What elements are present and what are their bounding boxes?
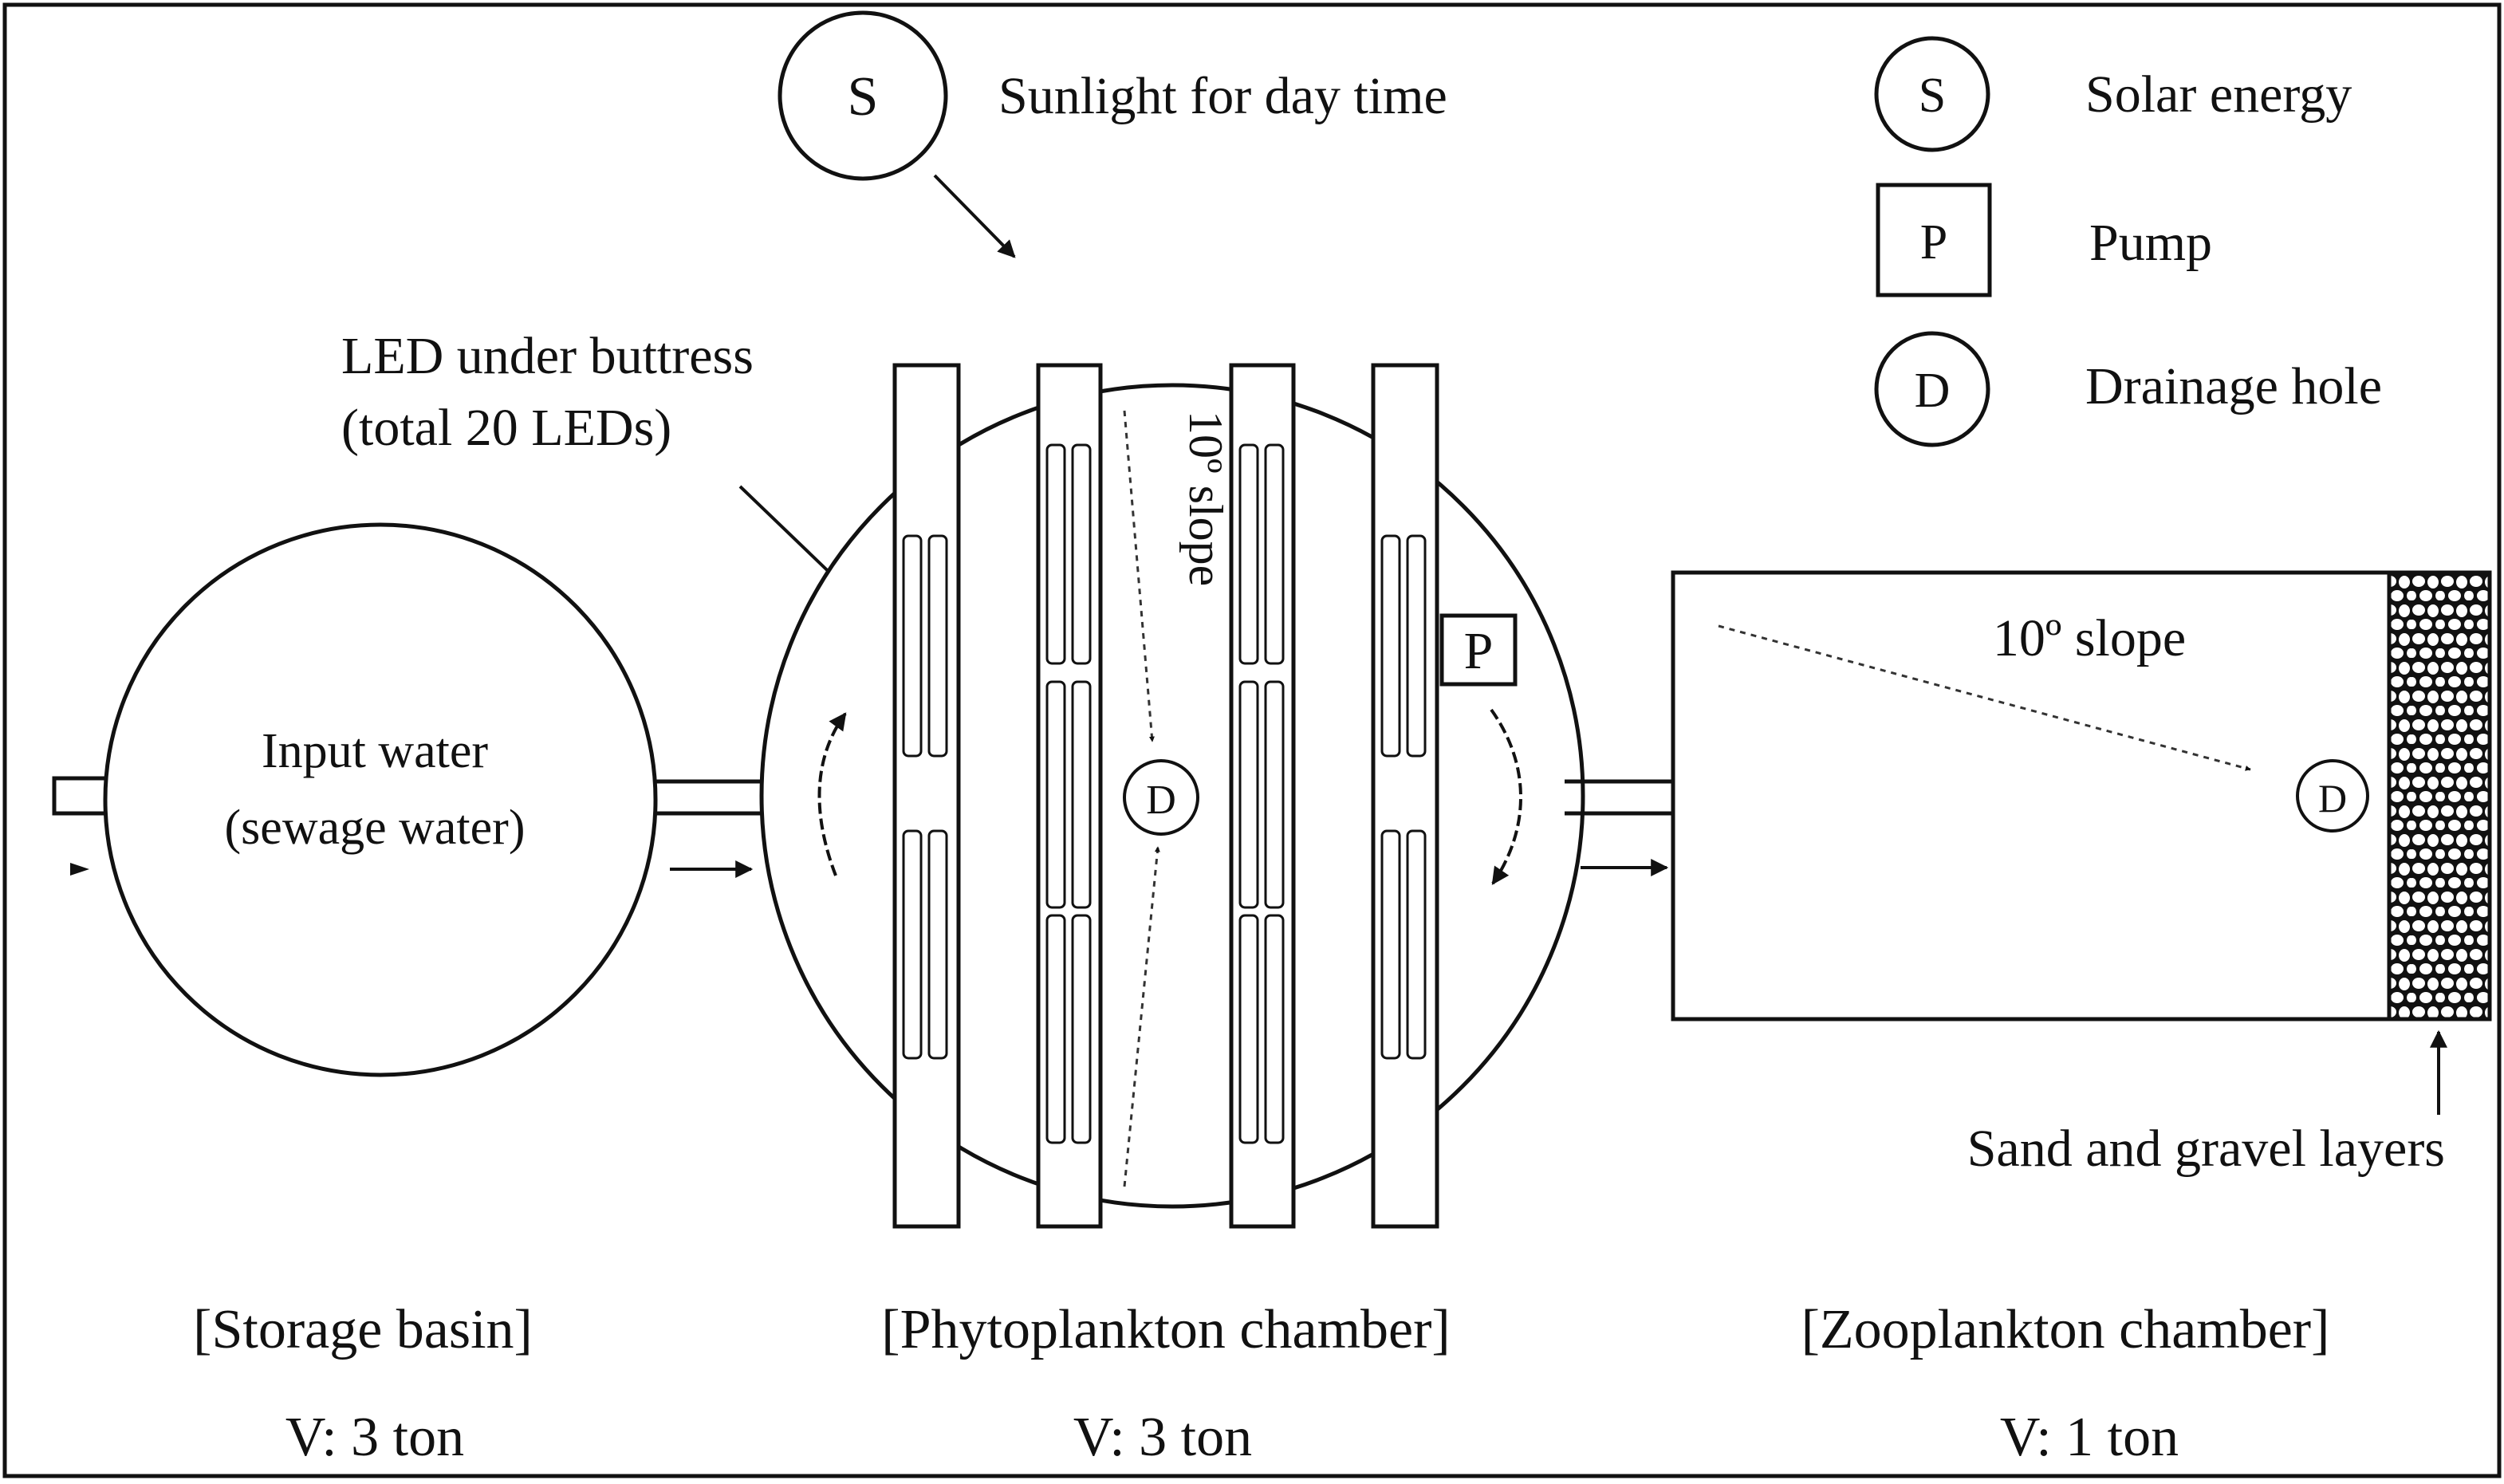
led <box>1045 443 1066 665</box>
sunlight-indicator: S Sunlight for day time <box>778 10 1447 258</box>
legend-drain-circle <box>1874 331 1990 447</box>
phyto-drain-circle <box>1123 759 1199 836</box>
led-note: LED under buttress (total 20 LEDs) <box>341 327 887 628</box>
led <box>1264 680 1285 909</box>
led <box>927 534 948 758</box>
led-group-buttress-3 <box>1238 443 1285 1144</box>
led <box>1071 680 1092 909</box>
led-group-buttress-4 <box>1380 534 1427 1060</box>
storage-basin: Input water (sewage water) [Storage basi… <box>52 522 658 1468</box>
sunlight-arrow <box>933 174 1016 258</box>
led <box>1264 443 1285 665</box>
led <box>1238 443 1259 665</box>
legend-solar-circle <box>1874 36 1990 152</box>
zoo-name: [Zooplankton chamber] <box>1801 1299 2330 1360</box>
legend-pump-label: Pump <box>2089 214 2212 272</box>
storage-basin-circle <box>103 522 658 1077</box>
zoo-slope-label: 10º slope <box>1993 609 2186 667</box>
inlet-pipe <box>52 776 112 816</box>
buttress-4 <box>1371 363 1439 1229</box>
storage-name: [Storage basin] <box>193 1299 533 1360</box>
zoo-volume: V: 1 ton <box>2000 1407 2179 1468</box>
led <box>1264 914 1285 1144</box>
led <box>927 829 948 1060</box>
led <box>902 829 923 1060</box>
led <box>902 534 923 758</box>
phyto-pump-box <box>1439 613 1518 687</box>
storage-inner-line1: Input water <box>262 724 488 778</box>
sunlight-symbol-circle <box>778 10 948 181</box>
legend-solar-label: Solar energy <box>2085 65 2352 124</box>
pipe-storage-to-phyto <box>656 779 769 878</box>
phyto-name: [Phytoplankton chamber] <box>881 1299 1450 1360</box>
led <box>1071 443 1092 665</box>
led <box>1045 914 1066 1144</box>
circulation-arrow-left <box>817 712 847 876</box>
phyto-pump-symbol: P <box>1464 622 1494 680</box>
led-group-buttress-1 <box>902 534 948 1060</box>
zoo-slope-line <box>1718 624 2251 771</box>
sunlight-symbol: S <box>848 66 879 128</box>
sand-gravel-layer <box>2387 570 2492 1021</box>
legend: S Solar energy P Pump D Drainage hole <box>1874 36 2382 447</box>
led <box>1238 680 1259 909</box>
storage-inner-line2: (sewage water) <box>225 801 526 855</box>
zoo-drain-symbol: D <box>2318 776 2347 821</box>
legend-drain-label: Drainage hole <box>2085 357 2382 415</box>
sand-label: Sand and gravel layers <box>1967 1120 2445 1178</box>
phytoplankton-chamber: 10º slope D P [Phytoplankton chamber] V:… <box>759 363 1585 1468</box>
zoo-chamber-box <box>1671 570 2392 1021</box>
led <box>1406 534 1427 758</box>
circulation-arrow-right <box>1490 708 1522 885</box>
led-note-line2: (total 20 LEDs) <box>341 399 671 457</box>
led <box>1045 680 1066 909</box>
buttress-1 <box>892 363 961 1229</box>
led <box>1406 829 1427 1060</box>
zooplankton-chamber: 10º slope D Sand and gravel layers [Zoop… <box>1671 570 2492 1468</box>
pipe-phyto-to-zoo <box>1565 779 1673 876</box>
sunlight-label: Sunlight for day time <box>998 67 1447 125</box>
led <box>1380 829 1401 1060</box>
legend-pump-box <box>1876 183 1992 297</box>
led <box>1380 534 1401 758</box>
phyto-slope-line-lower <box>1123 846 1160 1187</box>
led-group-buttress-2 <box>1045 443 1092 1144</box>
legend-solar-symbol: S <box>1919 69 1946 123</box>
storage-volume: V: 3 ton <box>285 1407 464 1468</box>
led <box>1238 914 1259 1144</box>
phyto-drain-symbol: D <box>1146 777 1176 823</box>
led-note-line1: LED under buttress <box>341 327 754 385</box>
led <box>1071 914 1092 1144</box>
zoo-drain-circle <box>2296 759 2369 833</box>
phyto-slope-label: 10º slope <box>1179 411 1232 586</box>
phyto-volume: V: 3 ton <box>1073 1407 1252 1468</box>
legend-pump-symbol: P <box>1920 215 1947 270</box>
inlet-flow-arrow <box>70 863 89 876</box>
legend-drain-symbol: D <box>1915 364 1951 418</box>
